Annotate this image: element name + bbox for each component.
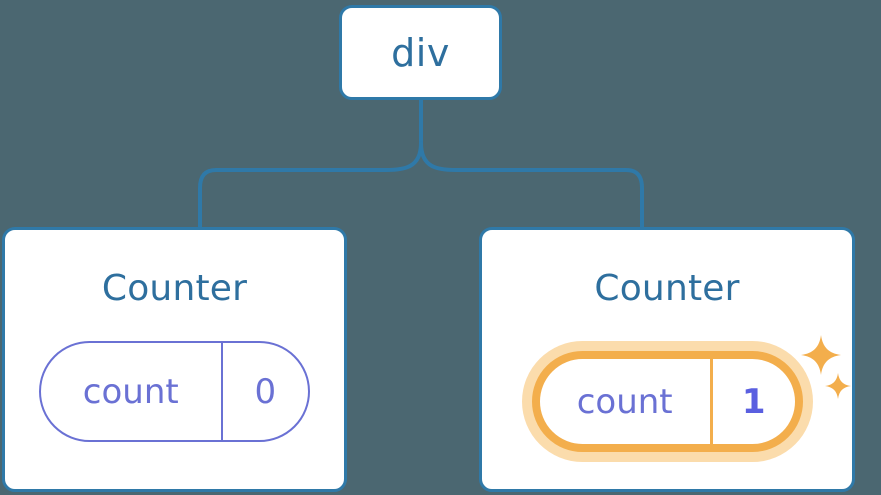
node-counter-right[interactable]: Counter count 1 — [479, 227, 855, 492]
node-counter-right-title: Counter — [594, 268, 740, 309]
state-pill-left[interactable]: count 0 — [39, 341, 310, 442]
node-counter-left[interactable]: Counter count 0 — [2, 227, 347, 492]
sparkle-large-icon — [800, 335, 841, 375]
state-pill-right-value: 1 — [741, 381, 766, 422]
state-pill-right-wrapper: count 1 — [521, 335, 851, 462]
state-pill-left-value: 0 — [254, 371, 277, 412]
node-counter-left-title: Counter — [101, 268, 248, 309]
state-pill-right[interactable]: count 1 — [531, 351, 803, 452]
edge-root-to-right — [419, 141, 644, 229]
state-pill-left-key: count — [41, 343, 223, 440]
sparkle-small-icon — [824, 373, 851, 399]
state-pill-left-wrapper: count 0 — [39, 341, 310, 442]
edge-root-to-left — [198, 141, 423, 229]
node-div[interactable]: div — [339, 5, 502, 100]
node-div-label: div — [391, 30, 450, 75]
sparkle-group — [799, 335, 857, 415]
state-pill-right-key: count — [540, 359, 713, 444]
